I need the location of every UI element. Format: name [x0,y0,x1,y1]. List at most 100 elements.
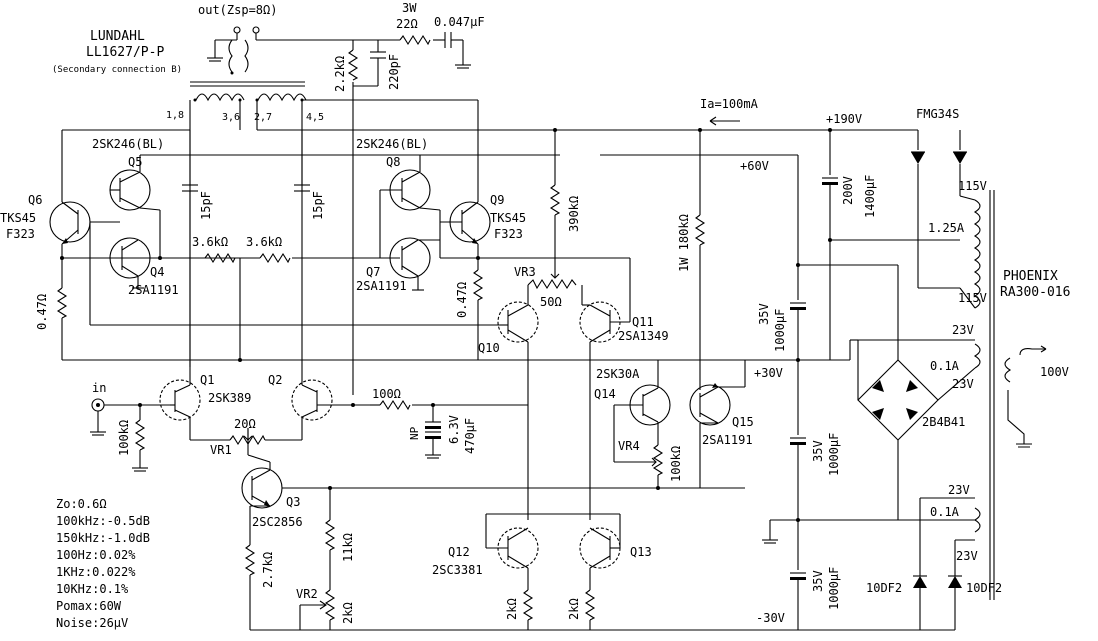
c-1000u-b-label: 1000μF [827,433,841,476]
c-63v-label: 6.3V [447,415,461,444]
q5-label: Q5 [128,155,142,169]
driver-stage [478,130,705,520]
r-11k-label: 11kΩ [341,533,355,562]
pt-model: RA300-016 [1000,285,1070,300]
q14-label: Q14 [594,387,616,401]
ia-label: Ia=100mA [700,97,759,111]
rail-30v-label: +30V [754,366,783,380]
r-2k2-label: 2.2kΩ [333,56,347,92]
c-470u-label: 470μF [463,418,477,454]
c-200v-label: 200V [841,176,855,205]
c-15p-b-label: 15pF [311,191,325,220]
vr3-label: VR3 [514,265,536,279]
ot-model: LL1627/P-P [86,45,164,60]
output-label: out(Zsp=8Ω) [198,3,277,17]
rail-m30v-label: -30V [756,611,785,625]
q6-part1: TKS45 [0,211,36,225]
power-transformer [959,190,1047,600]
r-047-a-label: 0.47Ω [35,294,49,330]
w125a-label: 1.25A [928,221,965,235]
vr1-label: VR1 [210,443,232,457]
ot-pin-45: 4,5 [306,112,324,123]
c-1000u-c-label: 1000μF [827,567,841,610]
r-180k-label: 1W 180kΩ [677,214,691,272]
q9-part2: F323 [494,227,523,241]
vr2-label: VR2 [296,587,318,601]
rail-190v [257,116,967,360]
r-3k6-a-label: 3.6kΩ [192,235,228,249]
r-100-label: 100Ω [372,387,401,401]
spec-line: 100kHz:-0.5dB [56,514,150,528]
input-stage [90,367,528,472]
pt-primary: 100V [1040,365,1069,379]
current-sinks [485,513,621,630]
bias-regulator [613,360,746,490]
c-np-label: NP [408,426,421,440]
q4-part: 2SA1191 [128,283,179,297]
w01a-label: 0.1A [930,359,960,373]
vr4-label: VR4 [618,439,640,453]
current-source [241,428,745,630]
spec-line: 150kHz:-1.0dB [56,531,150,545]
c-220p-label: 220pF [387,54,401,90]
q5-part: 2SK246(BL) [92,137,164,151]
spec-line: 10KHz:0.1% [56,582,129,596]
ot-note: (Secondary connection B) [52,65,182,75]
c-35v-c-label: 35V [811,570,825,592]
spec-list: Zo:0.6Ω 100kHz:-0.5dB 150kHz:-1.0dB 100H… [56,497,150,630]
r-3w-label: 3W [402,1,417,15]
r-390k-label: 390kΩ [567,196,581,232]
d-fmg-label: FMG34S [916,107,959,121]
d-10df2b-label: 10DF2 [966,581,1002,595]
q7-part: 2SA1191 [356,279,407,293]
q15-part: 2SA1191 [702,433,753,447]
w115a-label: 115V [958,179,987,193]
bridge-rectifier [250,264,976,631]
q4-label: Q4 [150,265,164,279]
d-bridge-label: 2B4B41 [922,415,965,429]
q3-part: 2SC2856 [252,515,303,529]
rail-60v-label: +60V [740,159,769,173]
r-2k7-label: 2.7kΩ [261,552,275,588]
q2-label: Q2 [268,373,282,387]
r-100k-in-label: 100kΩ [117,420,131,456]
w01b-label: 0.1A [930,505,960,519]
c-35v-a-label: 35V [757,303,771,325]
ot-pin-18: 1,8 [166,110,184,121]
q1-part: 2SK389 [208,391,251,405]
spec-line: Zo:0.6Ω [56,497,107,511]
w23b-label: 23V [952,377,974,391]
pt-maker: PHOENIX [1003,269,1058,284]
r-22-label: 22Ω [396,17,418,31]
q13-label: Q13 [630,545,652,559]
ot-pin-36: 3,6 [222,112,240,123]
q11-part: 2SA1349 [618,329,669,343]
r-2k-b-label: 2kΩ [567,598,581,620]
ot-pin-27: 2,7 [254,112,272,123]
left-output-stage [49,129,560,367]
q3-label: Q3 [286,495,300,509]
q8-part: 2SK246(BL) [356,137,428,151]
c-15p-a-label: 15pF [199,191,213,220]
w23a-label: 23V [952,323,974,337]
r-100k-vr4-label: 100kΩ [669,446,683,482]
q12-label: Q12 [448,545,470,559]
q9-part1: TKS45 [490,211,526,225]
q15-label: Q15 [732,415,754,429]
w23c-label: 23V [948,483,970,497]
spec-line: Pomax:60W [56,599,122,613]
q10-label: Q10 [478,341,500,355]
q12-part: 2SC3381 [432,563,483,577]
c-35v-b-label: 35V [811,440,825,462]
q14-part: 2SK30A [596,367,640,381]
w23d-label: 23V [956,549,978,563]
spec-line: 1KHz:0.022% [56,565,136,579]
q8-label: Q8 [386,155,400,169]
supply-caps [62,155,858,630]
w115b-label: 115V [958,291,987,305]
q6-label: Q6 [28,193,42,207]
output-network [348,32,471,395]
q11-label: Q11 [632,315,654,329]
c-047-label: 0.047μF [434,15,485,29]
q7-label: Q7 [366,265,380,279]
